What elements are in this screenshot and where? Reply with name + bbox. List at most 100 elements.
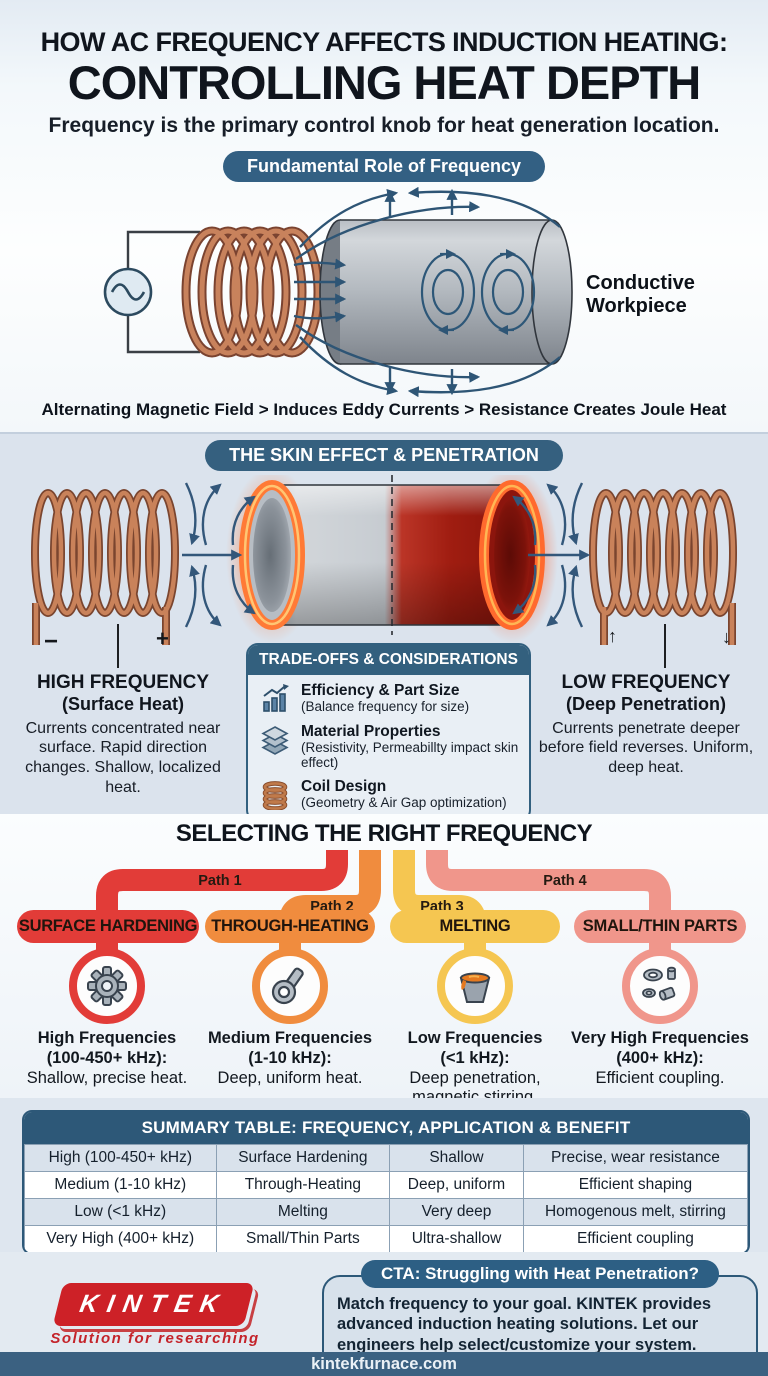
desc-line: Shallow, precise heat. xyxy=(26,1068,188,1087)
rod-end-icon xyxy=(271,967,304,1005)
tradeoff-item-title: Efficiency & Part Size xyxy=(301,682,460,699)
minus-sign: − xyxy=(44,628,59,655)
table-cell: Efficient shaping xyxy=(522,1171,748,1199)
induction-principle-diagram xyxy=(103,186,573,398)
fundamental-badge-wrap: Fundamental Role of Frequency xyxy=(0,151,768,182)
low-frequency-body: Currents penetrate deeper before field r… xyxy=(538,719,754,777)
logo-text: KINTEK xyxy=(77,1290,230,1318)
plus-sign: + xyxy=(156,626,169,651)
ac-source-icon xyxy=(103,230,200,354)
table-cell: Shallow xyxy=(389,1144,524,1172)
tradeoff-item-note: (Balance frequency for size) xyxy=(301,699,470,715)
right-pointer-line xyxy=(664,624,666,668)
table-cell: Melting xyxy=(215,1198,391,1226)
skin-badge-wrap: THE SKIN EFFECT & PENETRATION xyxy=(0,440,768,471)
tradeoff-item-title: Coil Design xyxy=(301,777,387,795)
desc-line: (<1 kHz): xyxy=(440,1048,510,1067)
crucible-icon xyxy=(459,972,491,1003)
title-line2: CONTROLLING HEAT DEPTH xyxy=(67,56,702,109)
desc-line: Efficient coupling. xyxy=(595,1068,725,1087)
tradeoff-item-note: (Geometry & Air Gap optimization) xyxy=(301,794,507,810)
high-frequency-title: HIGH FREQUENCY xyxy=(36,672,210,693)
melting-desc: Low Frequencies (<1 kHz): Deep penetrati… xyxy=(380,1029,570,1108)
path-1-line xyxy=(96,850,348,962)
small-parts-desc: Very High Frequencies (400+ kHz): Effici… xyxy=(565,1029,755,1088)
hero-section: HOW AC FREQUENCY AFFECTS INDUCTION HEATI… xyxy=(0,0,768,432)
logo-tagline: Solution for researching xyxy=(50,1330,260,1347)
tradeoff-text: Coil Design (Geometry & Air Gap optimiza… xyxy=(301,778,507,810)
kintek-logo: KINTEK xyxy=(52,1283,255,1326)
through-heating-desc: Medium Frequencies (1-10 kHz): Deep, uni… xyxy=(195,1029,385,1088)
tradeoff-item: Material Properties (Resistivity, Permea… xyxy=(258,723,521,771)
table-cell: Precise, wear resistance xyxy=(522,1144,748,1172)
gear-icon xyxy=(87,966,127,1006)
table-cell: Small/Thin Parts xyxy=(215,1225,391,1253)
summary-table-title: SUMMARY TABLE: FREQUENCY, APPLICATION & … xyxy=(24,1112,748,1144)
tradeoff-text: Efficiency & Part Size (Balance frequenc… xyxy=(301,682,469,714)
table-cell: Deep, uniform xyxy=(389,1171,524,1199)
table-cell: High (100-450+ kHz) xyxy=(24,1144,217,1172)
skin-effect-badge: THE SKIN EFFECT & PENETRATION xyxy=(205,440,563,471)
high-frequency-subtitle: (Surface Heat) xyxy=(61,693,185,714)
table-cell: Medium (1-10 kHz) xyxy=(24,1171,217,1199)
high-frequency-block: HIGH FREQUENCY (Surface Heat) Currents c… xyxy=(6,672,240,798)
tradeoff-item-note: (Resistivity, Permeabillty impact skin e… xyxy=(301,740,519,771)
path-4-label: Path 4 xyxy=(543,873,587,889)
desc-line: (1-10 kHz): xyxy=(248,1048,332,1067)
desc-line: (100-450+ kHz): xyxy=(46,1048,168,1067)
selecting-title: SELECTING THE RIGHT FREQUENCY xyxy=(175,820,593,847)
material-layers-icon xyxy=(258,723,292,757)
heated-workpiece-cylinder xyxy=(226,475,558,643)
induction-coil xyxy=(181,226,323,358)
low-frequency-subtitle: (Deep Penetration) xyxy=(565,693,727,714)
table-cell: Through-Heating xyxy=(215,1171,391,1199)
low-frequency-block: LOW FREQUENCY (Deep Penetration) Current… xyxy=(530,672,762,778)
subtitle: Frequency is the primary control knob fo… xyxy=(48,114,720,137)
desc-line: (400+ kHz): xyxy=(616,1048,704,1067)
fundamental-badge: Fundamental Role of Frequency xyxy=(222,151,546,182)
desc-line: Medium Frequencies xyxy=(207,1029,373,1047)
tradeoff-text: Material Properties (Resistivity, Permea… xyxy=(301,723,521,771)
table-row: Medium (1-10 kHz) Through-Heating Deep, … xyxy=(24,1171,748,1199)
right-coil xyxy=(589,489,737,645)
efficiency-chart-icon xyxy=(258,682,292,716)
pill-small-thin-parts: SMALL/THIN PARTS xyxy=(574,910,746,943)
down-arrow-icon: ↓ xyxy=(722,627,731,647)
desc-line: Very High Frequencies xyxy=(571,1029,749,1047)
up-arrow-icon: ↑ xyxy=(608,626,617,646)
field-arrows xyxy=(182,482,591,628)
desc-line: High Frequencies xyxy=(37,1029,177,1047)
tradeoff-item-title: Material Properties xyxy=(301,723,441,740)
small-parts-icon xyxy=(642,966,676,1001)
website-bar: kintekfurnace.com xyxy=(0,1352,768,1376)
tradeoffs-title: TRADE-OFFS & CONSIDERATIONS xyxy=(248,645,529,675)
high-frequency-body: Currents concentrated near surface. Rapi… xyxy=(25,719,221,797)
coil-icon xyxy=(258,778,292,812)
table-cell: Efficient coupling xyxy=(522,1225,748,1253)
tradeoffs-list: Efficiency & Part Size (Balance frequenc… xyxy=(248,675,529,820)
through-heating-circle xyxy=(252,948,328,1024)
small-parts-circle xyxy=(622,948,698,1024)
tradeoff-item: Coil Design (Geometry & Air Gap optimiza… xyxy=(258,778,521,812)
cta-title: CTA: Struggling with Heat Penetration? xyxy=(361,1260,719,1288)
table-cell: Homogenous melt, stirring xyxy=(522,1198,748,1226)
melting-circle xyxy=(437,948,513,1024)
left-pointer-line xyxy=(117,624,119,668)
table-row: Low (<1 kHz) Melting Very deep Homogenou… xyxy=(24,1198,748,1226)
low-frequency-title: LOW FREQUENCY xyxy=(561,672,731,693)
table-row: Very High (400+ kHz) Small/Thin Parts Ul… xyxy=(24,1225,748,1253)
table-cell: Low (<1 kHz) xyxy=(24,1198,217,1226)
pill-melting: MELTING xyxy=(390,910,560,943)
table-row: High (100-450+ kHz) Surface Hardening Sh… xyxy=(24,1144,748,1172)
summary-table: SUMMARY TABLE: FREQUENCY, APPLICATION & … xyxy=(22,1110,750,1255)
table-cell: Surface Hardening xyxy=(215,1144,391,1172)
pill-surface-hardening: SURFACE HARDENING xyxy=(17,910,199,943)
title-line1: HOW AC FREQUENCY AFFECTS INDUCTION HEATI… xyxy=(40,27,728,57)
tradeoff-item: Efficiency & Part Size (Balance frequenc… xyxy=(258,682,521,716)
path-1-label: Path 1 xyxy=(198,873,242,889)
desc-line: Low Frequencies xyxy=(407,1029,543,1047)
path-4-line xyxy=(426,850,671,962)
desc-line: Deep, uniform heat. xyxy=(217,1068,363,1087)
tradeoffs-card: TRADE-OFFS & CONSIDERATIONS Efficiency &… xyxy=(246,643,531,822)
